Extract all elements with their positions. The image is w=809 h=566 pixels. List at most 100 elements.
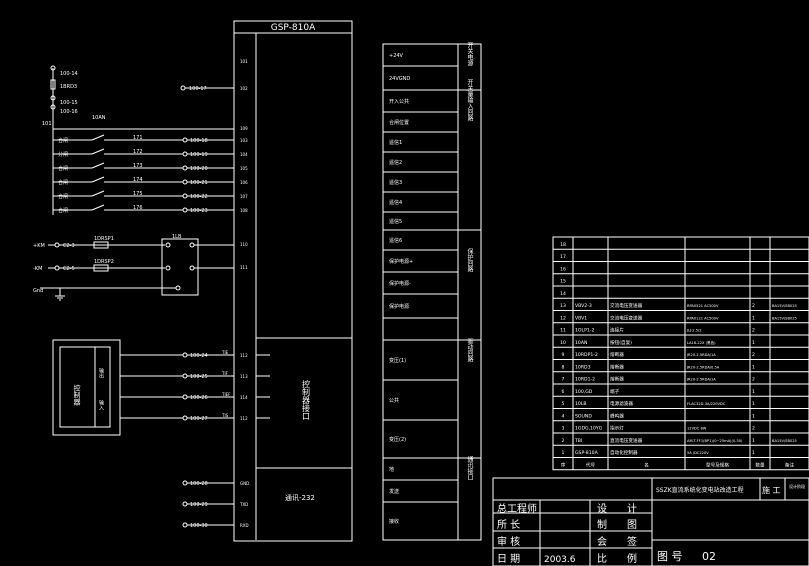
bom-cell-14-qty: 1: [752, 413, 755, 419]
tb-cell-3: 日 期: [497, 553, 520, 565]
bom-cell-6-note: BA15V/SB025: [772, 316, 797, 320]
bom-cell-8-spec: LA18-22X (黑色): [687, 340, 716, 345]
tb-cell-3-v2: 例: [627, 552, 637, 565]
bom-cell-6-code: VBV1: [575, 315, 587, 321]
bom-cell-14-name: 蜂鸣器: [610, 412, 624, 419]
title-block: SSZK直流系统化变电站改造工程 施 工 设计阶段 总工程师 设 计 所 长 制…: [492, 477, 809, 566]
bom-cell-13-no: 5: [562, 401, 565, 407]
tb-cell-2: 审 核: [497, 535, 520, 548]
controller-label: 控制器: [73, 384, 81, 407]
bom-cell-11-spec: JR20-2.5RDA/1A: [686, 378, 716, 382]
label-101: 101: [42, 121, 52, 127]
comm-node-2: [182, 522, 188, 528]
term-group-17: 通讯接口: [466, 455, 473, 481]
comm-wire-label-0: 100-28: [190, 481, 208, 487]
ctrl-node-1: [182, 373, 188, 379]
input-row-term-1: 104: [240, 152, 248, 157]
bom-cell-10-spec: JR20-2.5RDA/0.5A: [686, 365, 720, 369]
bom-header-note: 备注: [785, 461, 795, 468]
bom-header-no: 序: [561, 461, 566, 468]
comm-wire-label-2: 100-30: [190, 523, 208, 529]
term-row-label-2: 开入公共: [389, 98, 409, 105]
bom-cell-3-no: 15: [560, 279, 566, 285]
label-100-14: 100-14: [60, 71, 78, 77]
tb-cell-0: 总工程师: [497, 502, 537, 515]
term-row-label-8: 遥信5: [389, 218, 402, 225]
bom-cell-16-name: 直流电压变送器: [610, 437, 643, 444]
controller-sub1: 输出: [98, 367, 104, 379]
power-gnd-label: Gnd: [33, 288, 43, 294]
term-row-label-7: 遥信4: [389, 199, 402, 206]
ctrl-wire-label-3: 100-27: [190, 416, 208, 422]
bom-cell-13-code: 10LB: [575, 401, 587, 407]
top-inputs: 100-14 1BRD3 100-15 100-16 101 10AN 100-…: [42, 65, 234, 215]
bom-cell-6-spec: RPA0121 AC500V: [687, 316, 719, 320]
bom-cell-15-code: 1GDG,10YG: [575, 426, 603, 432]
bom-cell-12-qty: 1: [752, 389, 755, 395]
input-row-right-2: 100-20: [190, 166, 208, 172]
bom-cell-10-no: 8: [562, 364, 565, 370]
term-row-label-9: 遥信6: [389, 237, 402, 244]
term-top-4: 111: [240, 265, 248, 270]
input-row-term-2: 105: [240, 166, 248, 171]
drawing-no-label: 图 号: [657, 550, 683, 563]
bom-cell-0-no: 18: [560, 242, 566, 248]
controller-inner: [59, 346, 111, 428]
bom-cell-13-qty: 1: [752, 401, 755, 407]
tb-cell-0-v2: 计: [627, 502, 637, 515]
ctrl-left-term-2: 114: [240, 395, 248, 400]
bom-cell-7-code: 1OLP1-2: [575, 328, 594, 334]
stage: 设计阶段: [789, 483, 805, 489]
tb-cell-1: 所 长: [497, 519, 520, 531]
ctrl-term-2: TIEF: [221, 392, 231, 397]
input-row-mid-5: 176: [133, 205, 143, 211]
ctrl-node-0: [182, 352, 188, 358]
term-row-label-0: +24V: [389, 53, 404, 59]
input-row-node-2: [182, 165, 188, 171]
input-row-node-4: [182, 193, 188, 199]
filter-module-label: 1LB: [172, 234, 182, 240]
term-row-label-11: 保护电源-: [389, 280, 411, 287]
tb-cell-3-v: 比: [597, 553, 607, 565]
device-title: GSP-810A: [271, 23, 316, 33]
bom-outline: [552, 236, 809, 471]
bom-cell-4-no: 14: [560, 291, 566, 297]
input-row-switch-1: [91, 148, 105, 155]
term-row-label-15: 公共: [389, 397, 399, 404]
power-pos-label: +KM: [33, 243, 45, 249]
power-node-neg: C2-5: [63, 266, 75, 272]
input-row-node-3: [182, 179, 188, 185]
input-row-term-3: 106: [240, 180, 248, 185]
ctrl-term-3: TIS: [221, 413, 229, 418]
term-group-10: 保护回路: [466, 247, 473, 273]
input-row-mid-1: 172: [133, 149, 143, 155]
fuse1-label: 1DRSP1: [94, 236, 114, 242]
bom-cell-17-qty: 1: [752, 450, 755, 456]
bom-header-name: 名: [644, 461, 649, 468]
ctrl-wire-label-0: 100-24: [190, 353, 208, 359]
input-row-term-4: 107: [240, 194, 248, 199]
term-row-label-10: 保护电源+: [389, 258, 413, 265]
label-100-16: 100-16: [60, 109, 78, 115]
ctrl-wire-label-2: 100-26: [190, 395, 208, 401]
bom-cell-8-qty: 1: [752, 340, 755, 346]
bom-cell-17-name: 自动化控制器: [610, 449, 638, 456]
ctrl-node-2: [182, 394, 188, 400]
tb-cell-0-v: 设: [597, 503, 607, 515]
input-row-right-5: 100-23: [190, 208, 208, 214]
bom-cell-6-name: 交流电压变送器: [610, 314, 643, 321]
bom-cell-8-name: 按钮(自复): [610, 339, 632, 346]
comm-term-2: RXD: [240, 523, 249, 528]
input-row-mid-2: 173: [133, 163, 143, 169]
term-row-label-19: 接收: [389, 518, 399, 525]
input-row-switch-2: [91, 162, 105, 169]
bom-cell-17-no: 1: [562, 450, 565, 456]
input-row-right-4: 100-22: [190, 194, 208, 200]
tb-cell-2-v: 会: [597, 535, 607, 548]
input-row-node-5: [182, 207, 188, 213]
bom-cell-9-qty: 2: [752, 352, 755, 358]
comm-wire-label-1: 100-29: [190, 502, 208, 508]
